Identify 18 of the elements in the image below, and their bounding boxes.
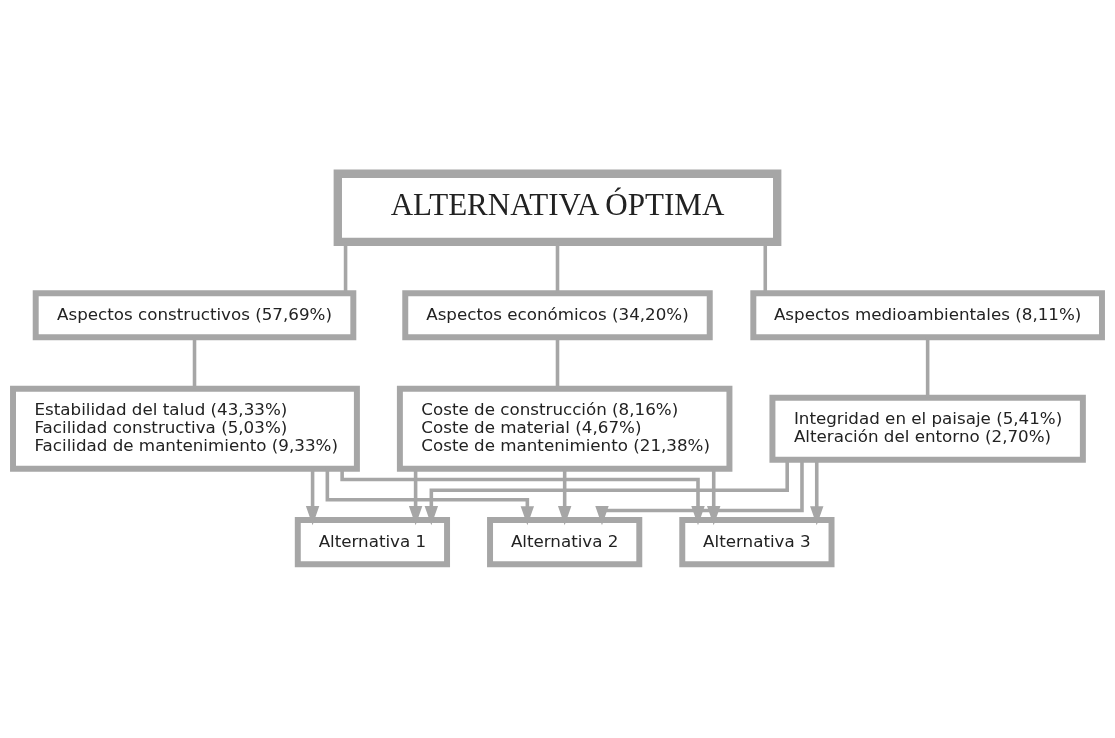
- node-box: Integridad en el paisaje (5,41%) Alteración del entorno (2,70%): [769, 394, 1086, 463]
- node-box: Aspectos económicos (34,20%): [402, 290, 713, 341]
- connector: [555, 337, 560, 389]
- node-box: Alternativa 1: [294, 517, 451, 568]
- arrow: [557, 469, 572, 526]
- arrow: [325, 468, 535, 526]
- connector: [192, 337, 197, 389]
- connector: [925, 337, 930, 398]
- node-box: Aspectos medioambientales (8,11%): [750, 290, 1105, 341]
- node-box: Coste de construcción (8,16%) Coste de material (4,67%) Coste de mantenimiento (21,38%): [396, 385, 733, 472]
- node-box: Alternativa 2: [487, 517, 643, 568]
- node-box: ALTERNATIVA ÓPTIMA: [333, 169, 782, 246]
- arrow: [305, 469, 320, 526]
- node-box: Alternativa 3: [679, 517, 835, 568]
- node-box: Aspectos constructivos (57,69%): [32, 290, 357, 341]
- arrow: [408, 469, 423, 526]
- arrow: [810, 460, 824, 526]
- node-box: Estabilidad del talud (43,33%) Facilidad constructiva (5,03%) Facilidad de mantenimiento (9,33%): [10, 385, 360, 472]
